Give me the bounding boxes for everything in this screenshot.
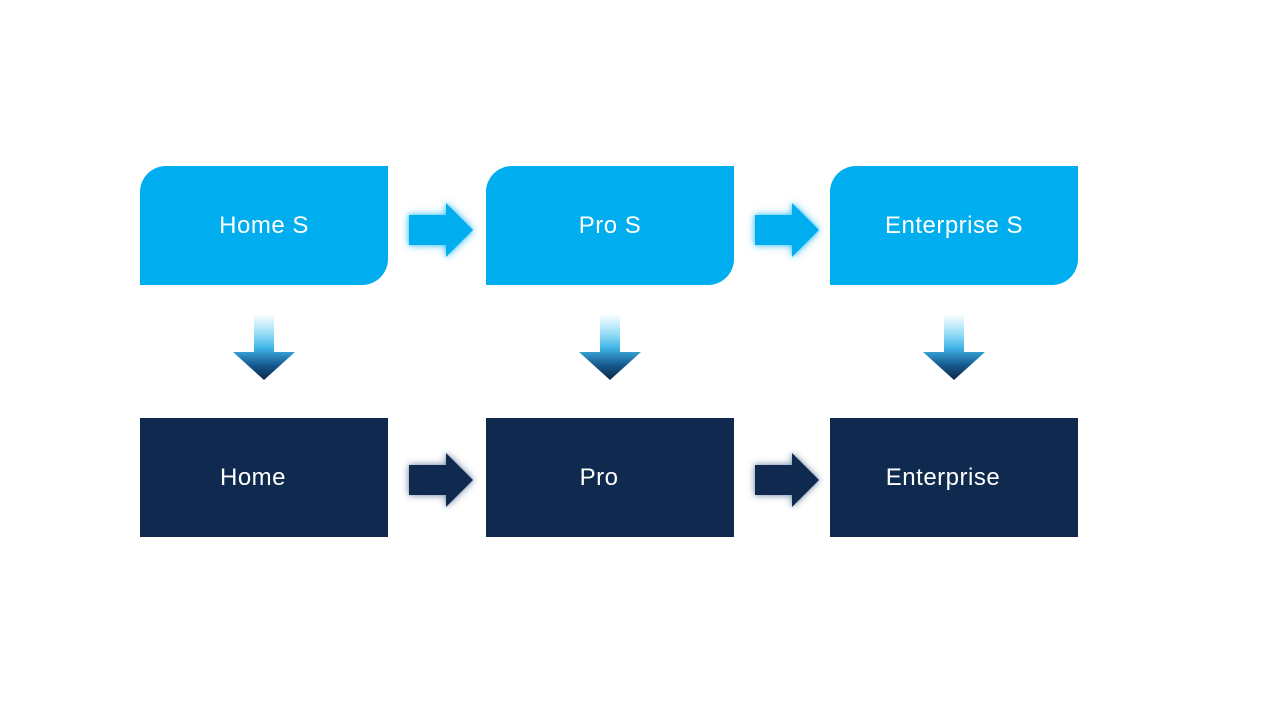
- node-enterprise: Enterprise: [830, 418, 1078, 537]
- node-pro-label: Pro: [579, 463, 619, 491]
- node-home-s: Home S: [140, 166, 388, 285]
- node-enterprise-s-label: Enterprise S: [884, 211, 1024, 239]
- right-arrow-icon: [409, 203, 473, 257]
- right-arrow-icon: [755, 203, 819, 257]
- right-arrow-icon: [409, 453, 473, 507]
- node-pro: Pro: [486, 418, 734, 537]
- node-pro-s: Pro S: [486, 166, 734, 285]
- down-arrow-icon: [923, 314, 985, 380]
- node-enterprise-s: Enterprise S: [830, 166, 1078, 285]
- node-home-label: Home: [219, 463, 287, 491]
- down-arrow-icon: [233, 314, 295, 380]
- node-pro-s-label: Pro S: [578, 211, 642, 239]
- node-home: Home: [140, 418, 388, 537]
- node-enterprise-label: Enterprise: [885, 463, 1001, 491]
- node-home-s-label: Home S: [219, 211, 309, 239]
- down-arrow-icon: [579, 314, 641, 380]
- right-arrow-icon: [755, 453, 819, 507]
